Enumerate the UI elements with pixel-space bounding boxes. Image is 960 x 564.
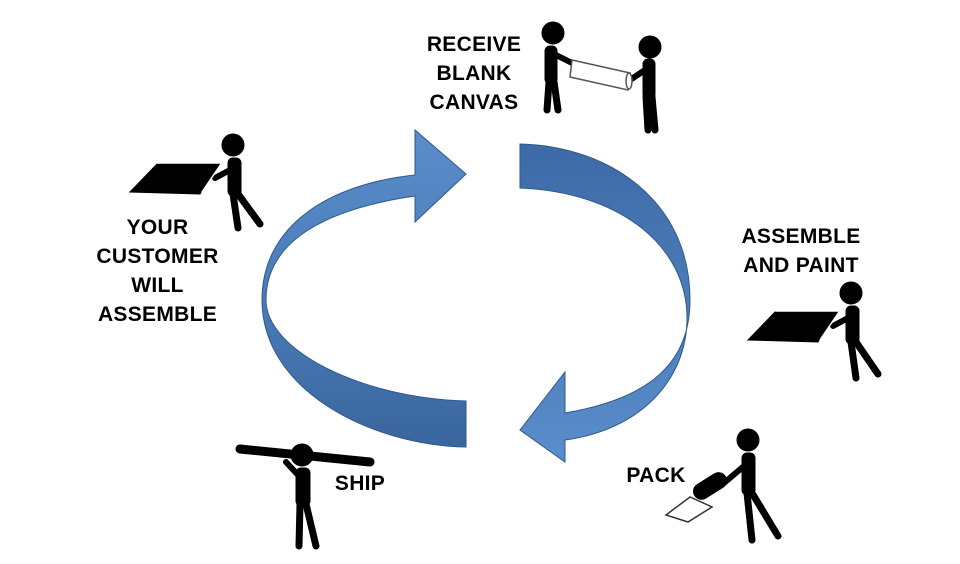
customer-line-3: WILL [131,274,184,297]
customer-holding-stretched-canvas-icon [128,133,264,232]
customer-line-1: YOUR [126,216,189,239]
receive-line-1: RECEIVE [426,33,522,56]
assemble-line-2: AND PAINT [743,254,859,277]
circular-arrows-icon [261,128,691,463]
ship-line-1: SHIP [334,472,386,495]
two-people-carrying-canvas-roll-icon [541,21,662,134]
customer-line-4: ASSEMBLE [97,303,218,326]
step-label-ship: SHIP [320,469,400,498]
person-carrying-tube-icon [235,443,375,550]
person-rolling-canvas-icon [664,428,782,544]
step-label-receive-blank-canvas: RECEIVE BLANK CANVAS [404,30,544,117]
step-label-pack: PACK [608,461,704,490]
customer-line-2: CUSTOMER [96,245,219,268]
pack-line-1: PACK [626,464,686,487]
step-label-assemble-and-paint: ASSEMBLE AND PAINT [718,222,884,280]
step-label-customer-will-assemble: YOUR CUSTOMER WILL ASSEMBLE [70,213,245,329]
person-holding-stretched-canvas-icon [746,281,882,382]
cycle-arrow-left [261,128,467,448]
cycle-arrow-right [519,143,691,463]
receive-line-2: BLANK [436,62,512,85]
assemble-line-1: ASSEMBLE [741,225,861,248]
receive-line-3: CANVAS [429,91,519,114]
